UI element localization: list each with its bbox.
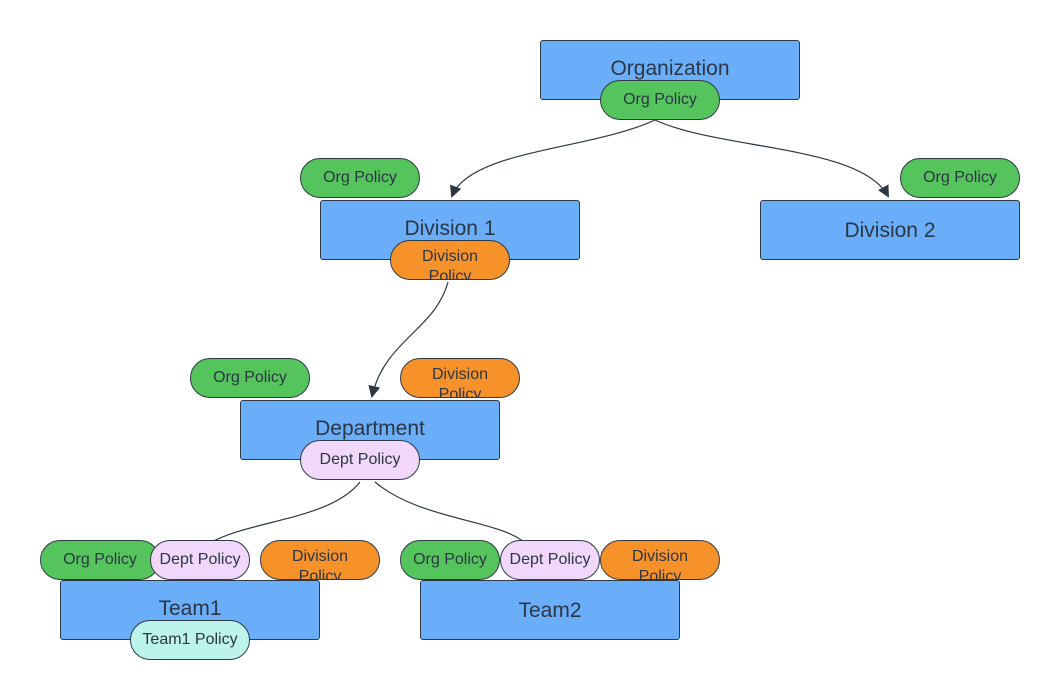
team1-team1-policy[interactable]: Team1 Policy [130,620,250,660]
policy-label: Division Policy [631,548,688,580]
team2-org-policy[interactable]: Org Policy [400,540,500,580]
policy-label: Dept Policy [509,551,591,568]
policy-label: Team1 Policy [142,631,238,648]
policy-label: Org Policy [213,369,287,386]
team1-org-policy[interactable]: Org Policy [40,540,160,580]
edge-division1-department [368,281,449,398]
edge-organization-division1 [450,119,656,198]
department-dept-policy[interactable]: Dept Policy [300,440,420,480]
edge-department-team1 [209,481,361,544]
team1-dept-policy[interactable]: Dept Policy [150,540,250,580]
team2-division-policy[interactable]: Division Policy [600,540,720,580]
policy-label: Org Policy [923,169,997,186]
division2-label: Division 2 [844,218,936,242]
division2-node[interactable]: Division 2 [760,200,1020,260]
policy-label: Org Policy [323,169,397,186]
team1-label: Team1 [158,597,222,620]
policy-label: Dept Policy [319,451,401,468]
policy-label: Division Policy [431,366,488,398]
department-org-policy[interactable]: Org Policy [190,358,310,398]
division1-division-policy[interactable]: Division Policy [390,240,510,280]
department-division-policy[interactable]: Division Policy [400,358,520,398]
policy-label: Dept Policy [159,551,241,568]
department-label: Department [315,417,425,440]
division1-org-policy[interactable]: Org Policy [300,158,420,198]
organization-org-policy[interactable]: Org Policy [600,80,720,120]
organization-label: Organization [610,57,730,80]
policy-label: Org Policy [623,91,697,108]
division2-org-policy[interactable]: Org Policy [900,158,1020,198]
division1-label: Division 1 [404,217,496,240]
policy-label: Org Policy [413,551,487,568]
policy-label: Division Policy [421,248,478,280]
team2-dept-policy[interactable]: Dept Policy [500,540,600,580]
team2-label: Team2 [518,598,582,622]
policy-label: Org Policy [63,551,137,568]
team2-node[interactable]: Team2 [420,580,680,640]
policy-label: Division Policy [291,548,348,580]
edge-organization-division2 [654,119,889,198]
edge-department-team2 [374,481,526,544]
team1-division-policy[interactable]: Division Policy [260,540,380,580]
